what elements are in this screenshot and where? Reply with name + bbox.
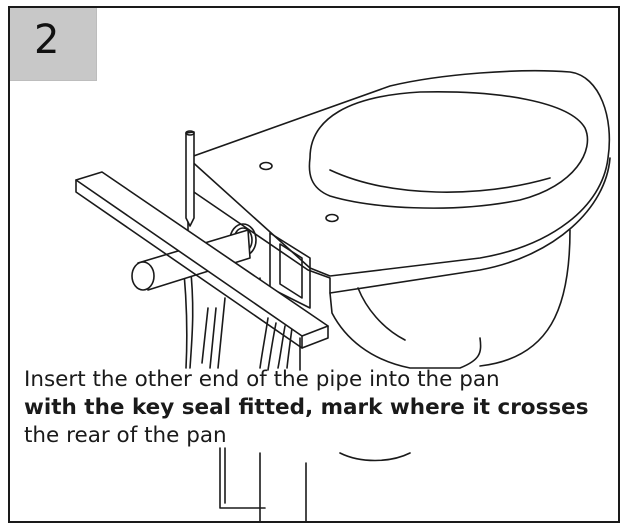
straight-edge <box>75 171 329 349</box>
toilet-pan <box>181 69 611 521</box>
pencil <box>185 130 195 227</box>
caption-line-2: with the key seal fitted, mark where it … <box>24 395 589 420</box>
step-number: 2 <box>34 17 60 63</box>
step-badge: 2 <box>10 8 97 81</box>
toilet-installation-illustration <box>75 69 611 521</box>
caption-line-3: the rear of the pan <box>24 423 227 448</box>
instruction-caption: Insert the other end of the pipe into th… <box>24 366 614 450</box>
instruction-panel: 2 <box>8 6 620 523</box>
caption-line-1: Insert the other end of the pipe into th… <box>24 367 500 392</box>
